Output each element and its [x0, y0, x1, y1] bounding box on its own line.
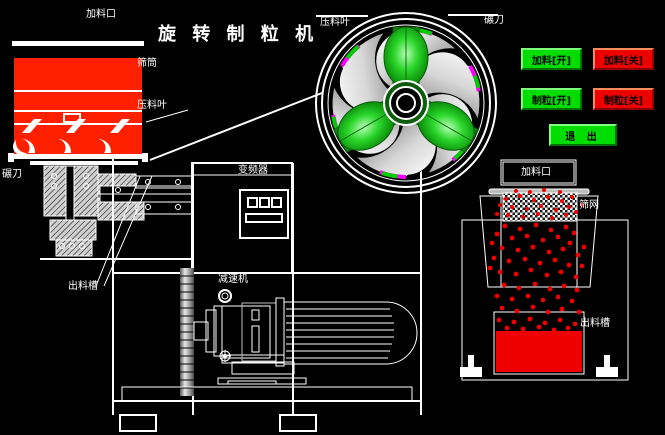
label-press-blade-left: 压料叶	[137, 100, 167, 111]
label-grind-knife-left: 碾刀	[2, 169, 22, 180]
button-feed-off[interactable]: 加料[关]	[593, 48, 654, 70]
label-leader-lines	[145, 14, 498, 123]
button-label: 退 出	[565, 131, 601, 143]
page-title: 旋 转 制 粒 机	[158, 24, 319, 45]
label-frequency-converter: 变频器	[238, 165, 268, 176]
label-screen-drum: 筛筒	[137, 58, 157, 69]
left-cutaway-mechanism	[40, 165, 193, 287]
granule-particles	[487, 188, 587, 333]
label-reducer: 减速机	[218, 274, 248, 285]
label-discharge-chute-left: 出料槽	[68, 281, 98, 292]
button-exit[interactable]: 退 出	[549, 124, 617, 146]
button-label: 加料[开]	[531, 55, 572, 67]
button-label: 制粒[关]	[603, 95, 644, 107]
label-feed-port-right: 加料口	[521, 167, 551, 178]
button-granulate-off[interactable]: 制粒[关]	[593, 88, 654, 110]
label-grind-knife-top: 碾刀	[484, 15, 504, 26]
frequency-converter-panel	[239, 189, 289, 239]
label-feed-port-left: 加料口	[86, 9, 116, 20]
right-process-schematic	[460, 159, 629, 381]
button-feed-on[interactable]: 加料[开]	[521, 48, 582, 70]
label-screen-mesh-right: 筛网	[579, 200, 599, 211]
drive-train-assembly	[121, 268, 418, 402]
label-press-blade-top: 压料叶	[320, 17, 350, 28]
button-granulate-on[interactable]: 制粒[开]	[521, 88, 582, 110]
label-discharge-chute-right: 出料槽	[580, 318, 610, 329]
button-label: 制粒[开]	[531, 95, 572, 107]
button-label: 加料[关]	[603, 55, 644, 67]
impeller-detail-view	[149, 12, 497, 194]
left-hopper-assembly	[8, 41, 148, 165]
